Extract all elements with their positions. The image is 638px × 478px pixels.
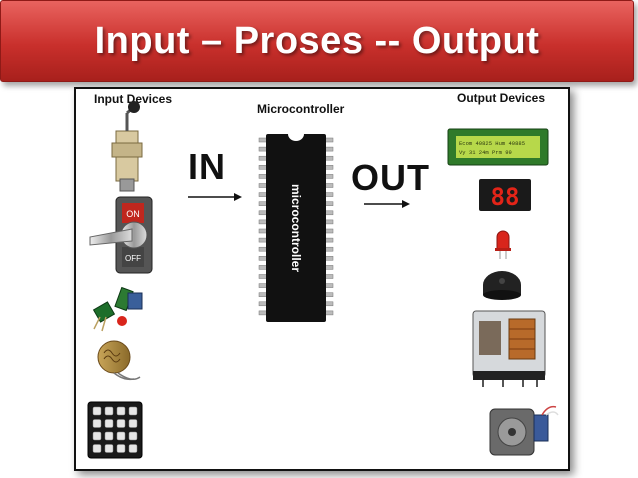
relay-icon	[472, 310, 546, 387]
keypad-key	[104, 444, 114, 453]
keypad-key	[116, 406, 126, 416]
chip-pin	[324, 146, 334, 152]
chip-pin	[324, 310, 334, 316]
svg-text:ON: ON	[126, 209, 140, 219]
keypad-key	[92, 406, 102, 416]
keypad-key	[128, 444, 138, 453]
chip-pin	[324, 174, 334, 179]
lcd-display-icon	[447, 128, 549, 166]
chip-pin	[258, 292, 268, 297]
chip-pin	[324, 165, 334, 170]
chip-pins-left	[258, 137, 268, 316]
chip-pin	[324, 192, 334, 197]
chip-pin	[324, 183, 334, 188]
chip-pin	[258, 174, 268, 179]
keypad-key	[92, 444, 102, 453]
seven-segment-value: 88	[491, 183, 520, 211]
chip-pin	[324, 292, 334, 297]
keypad-key	[128, 419, 138, 428]
keypad-key	[116, 419, 126, 428]
output-devices-header: Output Devices	[457, 91, 546, 105]
out-arrow	[364, 200, 410, 208]
seven-segment-display-icon	[479, 179, 531, 211]
keypad-key	[128, 406, 138, 416]
chip-pin	[324, 201, 334, 206]
out-label: OUT	[351, 157, 430, 198]
title-banner: Input – Proses -- Output	[0, 0, 634, 82]
photoresistor-icon	[97, 340, 141, 381]
chip-pin	[324, 219, 334, 225]
chip-label: microcontroller	[289, 183, 303, 273]
chip-pin	[258, 301, 268, 307]
chip-pin	[324, 137, 334, 143]
chip-pin	[258, 155, 268, 161]
keypad-icon	[87, 401, 143, 459]
keypad-key	[104, 431, 114, 441]
toggle-switch-icon: ON OFF	[89, 196, 153, 274]
sensor-module-icon	[92, 286, 143, 332]
limit-switch-icon	[111, 101, 143, 192]
dc-motor-icon	[489, 405, 559, 456]
chip-pin	[258, 165, 268, 170]
chip-pin	[258, 146, 268, 152]
svg-text:OFF: OFF	[125, 254, 141, 263]
chip-pin	[258, 183, 268, 188]
input-devices-header: Input Devices	[94, 92, 173, 106]
keypad-key	[104, 419, 114, 428]
chip-pin	[324, 228, 334, 234]
chip-pin	[324, 210, 334, 216]
chip-pins-right	[324, 137, 334, 316]
chip-pin	[258, 192, 268, 197]
chip-pin	[258, 201, 268, 206]
keypad-key	[104, 406, 114, 416]
lcd-line-2: Vy 31 24m Prm 99	[459, 149, 512, 156]
chip-pin	[258, 228, 268, 234]
keypad-key	[128, 431, 138, 441]
chip-pin	[324, 274, 334, 279]
keypad-key	[92, 431, 102, 441]
keypad-keys	[92, 406, 138, 453]
chip-pin	[324, 237, 334, 243]
keypad-key	[116, 444, 126, 453]
slide-title: Input – Proses -- Output	[94, 19, 540, 62]
in-arrow	[188, 193, 242, 201]
chip-pin	[324, 283, 334, 288]
chip-pin	[258, 219, 268, 225]
chip-pin	[258, 246, 268, 252]
in-label: IN	[188, 146, 226, 187]
chip-pin	[324, 256, 334, 261]
keypad-key	[92, 419, 102, 428]
lcd-line-1: Ecom 40825 Hum 40885	[459, 140, 525, 147]
chip-pin	[258, 310, 268, 316]
chip-pin	[258, 210, 268, 216]
chip-pin	[258, 283, 268, 288]
buzzer-icon	[483, 271, 521, 300]
chip-pin	[324, 265, 334, 270]
microcontroller-chip	[258, 134, 334, 322]
microcontroller-header: Microcontroller	[257, 102, 345, 116]
diagram-panel: Input Devices Microcontroller Output Dev…	[74, 87, 570, 471]
keypad-key	[116, 431, 126, 441]
diagram-canvas: ON OFF Ecom 40825 Hum 40	[87, 101, 559, 459]
chip-pin	[324, 301, 334, 307]
chip-pin	[324, 246, 334, 252]
chip-pin	[324, 155, 334, 161]
chip-pin	[258, 256, 268, 261]
chip-pin	[258, 237, 268, 243]
led-icon	[495, 230, 511, 259]
chip-pin	[258, 265, 268, 270]
chip-pin	[258, 274, 268, 279]
chip-pin	[258, 137, 268, 143]
